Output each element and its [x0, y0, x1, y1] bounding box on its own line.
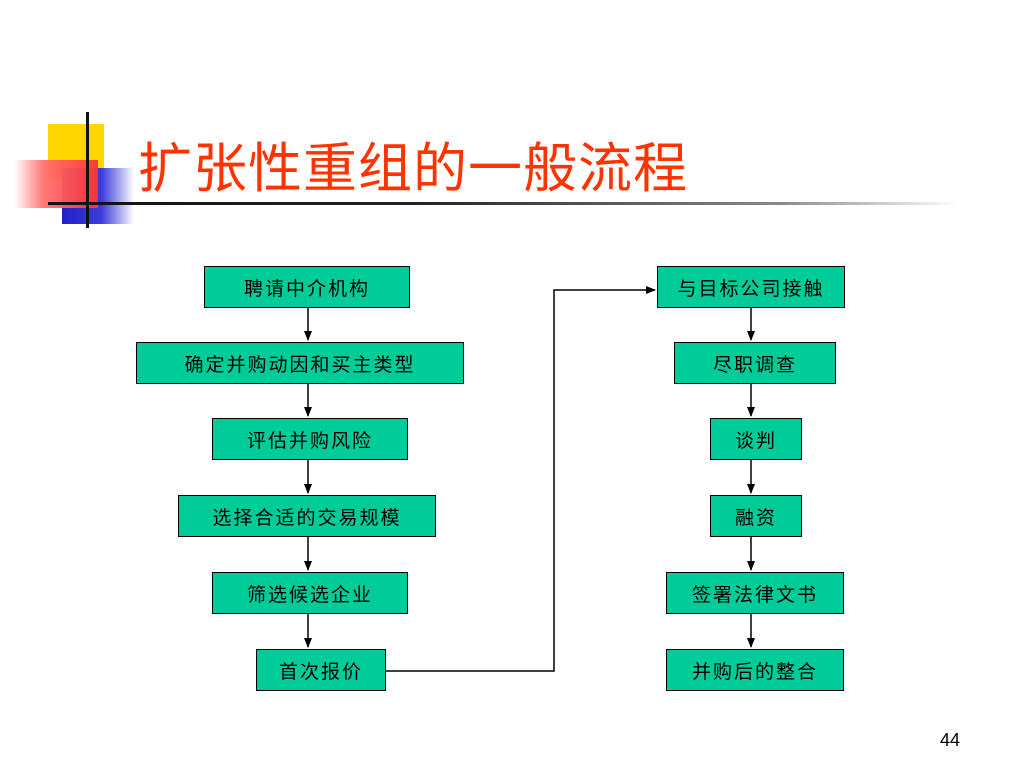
step-determine-motive-buyer-type: 确定并购动因和买主类型: [136, 342, 464, 384]
red-square-decoration: [14, 160, 98, 208]
step-negotiation: 谈判: [710, 418, 802, 460]
step-contact-target: 与目标公司接触: [657, 266, 845, 308]
slide-title: 扩张性重组的一般流程: [138, 137, 688, 200]
step-post-merger-integration: 并购后的整合: [666, 649, 844, 691]
step-hire-intermediary: 聘请中介机构: [204, 266, 410, 308]
arrow-cross-column: [386, 286, 656, 672]
step-screen-candidates: 筛选候选企业: [212, 572, 408, 614]
step-financing: 融资: [710, 495, 802, 537]
step-due-diligence: 尽职调查: [674, 342, 836, 384]
step-initial-offer: 首次报价: [256, 649, 386, 691]
step-sign-legal-documents: 签署法律文书: [666, 572, 844, 614]
page-number: 44: [939, 730, 960, 750]
title-underline: [48, 202, 960, 205]
step-choose-deal-size: 选择合适的交易规模: [178, 495, 436, 537]
title-vertical-line: [86, 112, 89, 228]
step-assess-risk: 评估并购风险: [212, 418, 408, 460]
